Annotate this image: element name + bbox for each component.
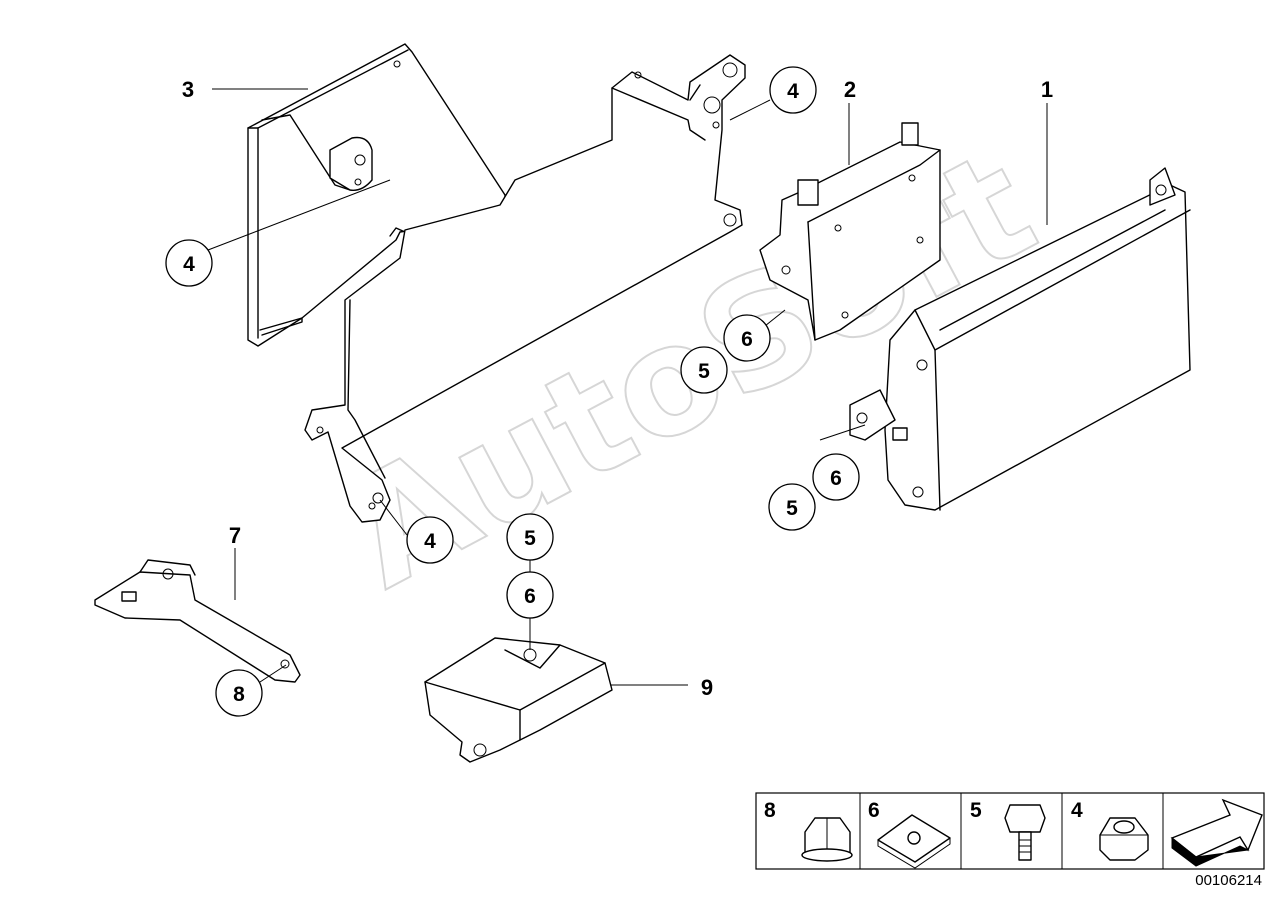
svg-text:4: 4	[787, 80, 799, 103]
bracket-part-7	[94, 559, 301, 683]
module-part-1	[849, 167, 1191, 511]
bracket-long	[304, 54, 746, 523]
callouts: 4 4 4 6 5 6 5 5	[165, 66, 860, 717]
fastener-legend: 8 6 5 4	[755, 792, 1265, 870]
svg-text:4: 4	[424, 530, 436, 553]
part-labels: 3 2 1 7 9	[182, 77, 1053, 700]
callout-6-module-9: 6	[506, 571, 554, 619]
legend-number-5: 5	[970, 799, 982, 822]
svg-text:8: 8	[233, 683, 245, 706]
svg-text:5: 5	[524, 527, 536, 550]
legend-number-4: 4	[1071, 799, 1083, 822]
label-part-7: 7	[229, 523, 241, 548]
document-id: 00106214	[1195, 872, 1262, 889]
callout-5-module-1: 5	[768, 483, 816, 531]
leader-lines	[207, 88, 1048, 686]
callout-4-top-right: 4	[769, 66, 817, 114]
clip-nut-icon	[877, 814, 951, 869]
svg-text:6: 6	[830, 467, 842, 490]
legend-number-6: 6	[868, 799, 880, 822]
callout-5-module-2: 5	[680, 346, 728, 394]
callout-6-module-1: 6	[812, 453, 860, 501]
label-part-3: 3	[182, 77, 194, 102]
callout-4-top-left: 4	[165, 239, 213, 287]
legend-number-8: 8	[764, 799, 776, 822]
module-part-9	[424, 637, 613, 763]
label-part-2: 2	[844, 77, 856, 102]
callout-5-module-9: 5	[506, 513, 554, 561]
svg-text:6: 6	[741, 328, 753, 351]
bracket-part-3	[247, 43, 506, 347]
svg-text:5: 5	[698, 360, 710, 383]
svg-text:6: 6	[524, 585, 536, 608]
module-part-2	[759, 122, 941, 341]
label-part-1: 1	[1041, 77, 1053, 102]
hex-nut-icon	[1099, 817, 1149, 861]
arrow-icon	[1170, 798, 1263, 867]
bolt-icon	[1004, 804, 1046, 861]
callout-6-module-2: 6	[723, 314, 771, 362]
svg-text:5: 5	[786, 497, 798, 520]
callout-4-bottom: 4	[406, 516, 454, 564]
svg-text:4: 4	[183, 253, 195, 276]
callout-8-bracket-7: 8	[215, 669, 263, 717]
cap-nut-icon	[801, 817, 853, 862]
label-part-9: 9	[701, 675, 713, 700]
